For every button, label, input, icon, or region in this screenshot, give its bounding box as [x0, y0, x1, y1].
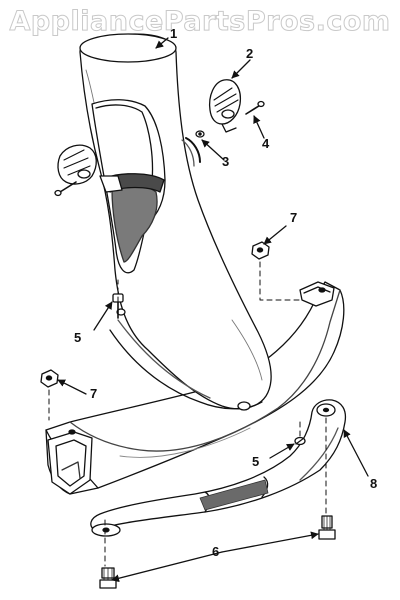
callout-4: 4 — [262, 136, 270, 151]
part-bolt-6-left — [99, 567, 117, 589]
callout-2: 2 — [246, 46, 253, 61]
part-pin-5-lower — [294, 436, 306, 446]
part-nut-7-lower — [40, 369, 59, 388]
part-screw-4 — [245, 100, 265, 115]
part-washer-3 — [195, 130, 205, 138]
part-upright-body — [79, 33, 272, 411]
part-screw-left — [54, 181, 77, 197]
callout-3: 3 — [222, 154, 229, 169]
leader-lines — [57, 37, 369, 583]
part-latch-left — [57, 144, 97, 185]
callout-8: 8 — [370, 476, 377, 491]
assembly-lines — [48, 261, 327, 567]
callout-5-upper: 5 — [74, 330, 81, 345]
watermark: AppliancePartsPros.com — [9, 6, 391, 38]
callout-7-lower: 7 — [90, 386, 97, 401]
callout-6: 6 — [212, 544, 219, 559]
part-nut-7-upper — [251, 241, 270, 260]
callout-labels: 1 2 3 4 5 5 6 7 7 8 — [74, 26, 377, 559]
callout-5-lower: 5 — [252, 454, 259, 469]
part-bumper-tube — [90, 399, 347, 537]
callout-7-upper: 7 — [290, 210, 297, 225]
part-latch-right — [208, 79, 242, 133]
callout-1: 1 — [170, 26, 177, 41]
part-bolt-6-right — [318, 515, 336, 540]
